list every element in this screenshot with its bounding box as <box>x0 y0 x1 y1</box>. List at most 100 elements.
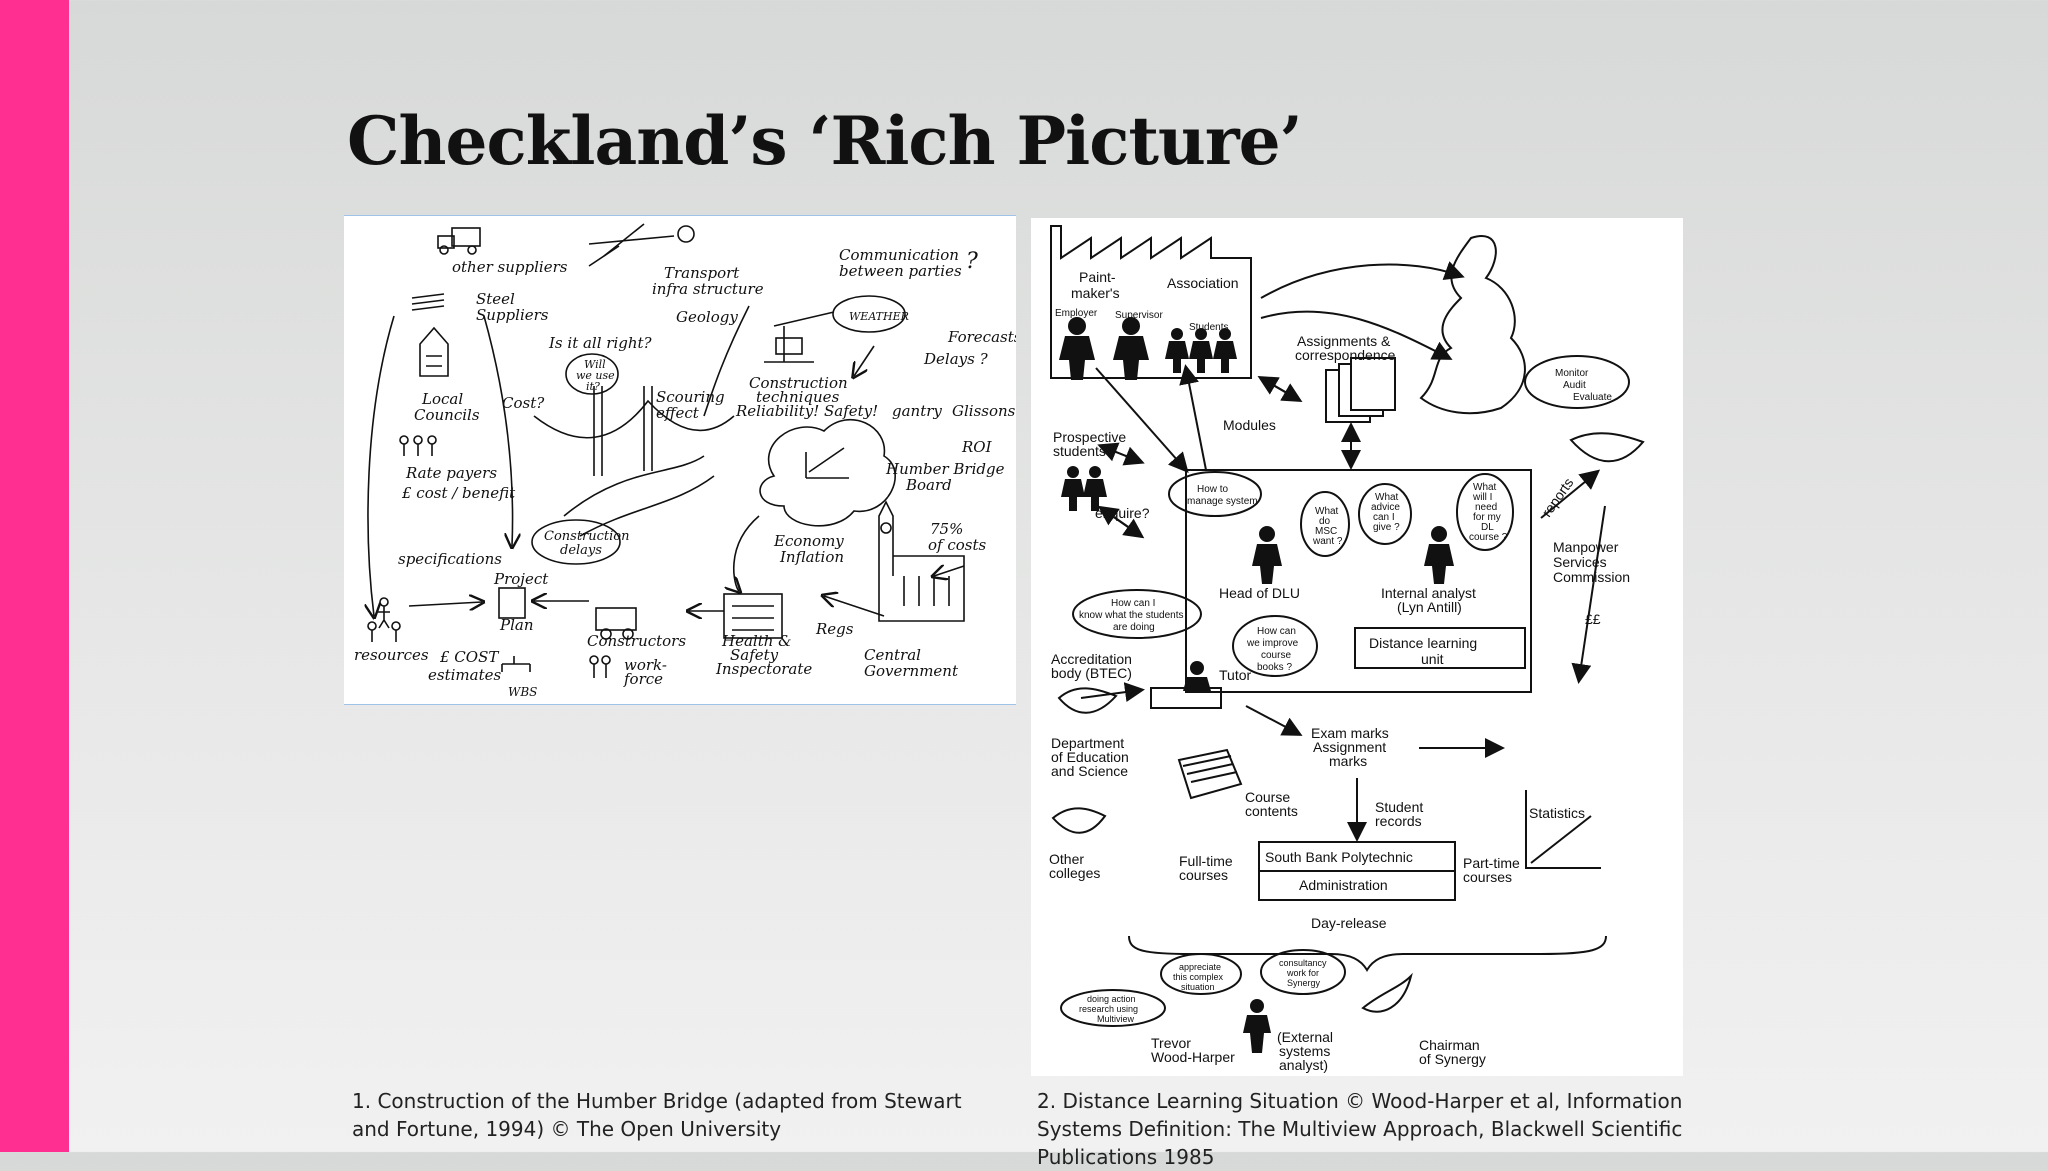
label-student-records-2: records <box>1375 813 1422 829</box>
label-exam-1: Exam marks <box>1311 725 1389 741</box>
caption-distance-learning: 2. Distance Learning Situation © Wood-Ha… <box>1037 1089 1683 1169</box>
distance-learning-drawing: Paint- maker's Association Employer Supe… <box>1049 225 1645 1073</box>
label-external-1: (External <box>1277 1029 1333 1045</box>
plane-icon <box>588 223 695 267</box>
label-geology: Geology <box>676 308 738 326</box>
steel-beams-icon <box>411 293 445 311</box>
label-accreditation-1: Accreditation <box>1051 651 1132 667</box>
crane-icon <box>764 311 835 363</box>
label-manpower-2: Services <box>1553 554 1607 570</box>
label-modules: Modules <box>1223 417 1276 433</box>
appreciate-bubble <box>1160 953 1242 995</box>
label-steel: Steel <box>476 290 515 308</box>
label-work-force-1: work- <box>624 656 667 674</box>
humber-bridge-rich-picture: other suppliers Transport infra structur… <box>344 215 1016 705</box>
label-cost-estimates-2: estimates <box>428 666 501 684</box>
label-question-mark: ? <box>966 249 978 274</box>
label-of-costs: of costs <box>928 536 987 554</box>
label-consultancy-1: consultancy <box>1279 958 1327 968</box>
label-other-colleges-2: colleges <box>1049 865 1100 881</box>
label-between-parties: between parties <box>839 262 962 280</box>
label-how-can-i-1: How can I <box>1111 598 1155 609</box>
label-it: it? <box>586 380 600 393</box>
council-building-icon <box>419 326 449 377</box>
parliament-icon <box>878 500 965 622</box>
label-is-it-all-right: Is it all right? <box>548 334 653 352</box>
label-project: Project <box>493 570 549 588</box>
label-prospective-2: students <box>1053 443 1106 459</box>
label-what-will-5: DL <box>1481 522 1494 533</box>
label-student-records-1: Student <box>1375 799 1423 815</box>
action-research-bubble <box>1060 989 1166 1027</box>
label-we-use: we use <box>576 369 615 382</box>
label-gantry: gantry <box>892 402 942 420</box>
label-health-safety-2: Safety <box>730 646 779 664</box>
caption-humber-bridge: 1. Construction of the Humber Bridge (ad… <box>352 1089 962 1141</box>
label-specifications: specifications <box>398 550 502 568</box>
label-how-to-2: manage system <box>1187 496 1258 507</box>
brace <box>1128 935 1607 972</box>
label-what-will-1: What <box>1473 482 1497 493</box>
label-paint-makers-2: maker's <box>1071 285 1120 301</box>
label-delays: Delays ? <box>923 350 989 368</box>
label-chairman-2: of Synergy <box>1419 1051 1486 1067</box>
label-monitor: Monitor <box>1555 368 1589 379</box>
label-employer: Employer <box>1055 308 1098 319</box>
label-inflation: Inflation <box>779 548 844 566</box>
statistics-graph-icon <box>1525 790 1601 869</box>
label-sbp-1: South Bank Polytechnic <box>1265 849 1413 865</box>
label-what-advice-2: advice <box>1371 502 1400 513</box>
people-icon <box>367 435 611 678</box>
chairman-eye-icon <box>1361 972 1413 1013</box>
label-reports: reports <box>1538 475 1576 520</box>
uk-map-icon <box>1419 235 1526 415</box>
label-audit: Audit <box>1563 380 1586 391</box>
label-internal-analyst-2: (Lyn Antill) <box>1397 599 1462 615</box>
label-external-2: systems <box>1279 1043 1330 1059</box>
label-how-improve-3: course <box>1261 650 1291 661</box>
will-we-use-it-bubble <box>565 353 619 395</box>
course-papers-icon <box>1177 748 1243 800</box>
label-plan: Plan <box>499 616 534 634</box>
label-consultancy-3: Synergy <box>1287 978 1321 988</box>
label-forecasts: Forecasts! <box>947 328 1016 346</box>
label-resources: resources <box>354 646 429 664</box>
label-cost-estimates-1: £ COST <box>439 648 499 666</box>
label-supervisor: Supervisor <box>1115 310 1163 321</box>
label-scouring: Scouring <box>656 388 725 406</box>
label-transport: Transport <box>664 264 740 282</box>
label-head-of-dlu: Head of DLU <box>1219 585 1300 601</box>
construction-delays-bubble <box>531 519 621 565</box>
label-appreciate-1: appreciate <box>1179 962 1221 972</box>
label-internal-analyst-1: Internal analyst <box>1381 585 1476 601</box>
label-external-3: analyst) <box>1279 1057 1328 1073</box>
label-consultancy-2: work for <box>1286 968 1319 978</box>
label-infrastructure: infra structure <box>652 280 764 298</box>
label-course-contents-2: contents <box>1245 803 1298 819</box>
label-how-improve-1: How can <box>1257 626 1296 637</box>
distance-learning-rich-picture: Paint- maker's Association Employer Supe… <box>1031 218 1683 1076</box>
label-pounds: ££ <box>1585 611 1601 627</box>
bridge-icon <box>533 386 735 537</box>
label-government: Government <box>864 662 959 680</box>
label-what-do-1: What <box>1315 506 1339 517</box>
what-advice-bubble <box>1358 483 1412 545</box>
label-75-pct: 75% <box>930 520 963 538</box>
label-dlu-1: Distance learning <box>1369 635 1477 651</box>
label-what-advice-1: What <box>1375 492 1399 503</box>
label-manpower-1: Manpower <box>1553 539 1619 555</box>
label-dlu-2: unit <box>1421 651 1444 667</box>
factory-outline <box>1050 225 1252 379</box>
label-health-safety-1: Health & <box>721 632 792 650</box>
label-health-safety-3: Inspectorate <box>715 660 812 678</box>
label-regs: Regs <box>815 620 854 638</box>
label-enquire: enquire? <box>1095 505 1150 521</box>
label-assignments-2: correspondence <box>1295 347 1396 363</box>
label-cost-benefit: £ cost / benefit <box>401 484 516 502</box>
distance-learning-unit-box <box>1354 627 1526 669</box>
label-weather: WEATHER <box>849 310 909 323</box>
label-assignments-1: Assignments & <box>1297 333 1391 349</box>
label-other-suppliers: other suppliers <box>452 258 568 276</box>
label-association: Association <box>1167 275 1239 291</box>
label-reliability-safety: Reliability! Safety! <box>735 402 878 420</box>
